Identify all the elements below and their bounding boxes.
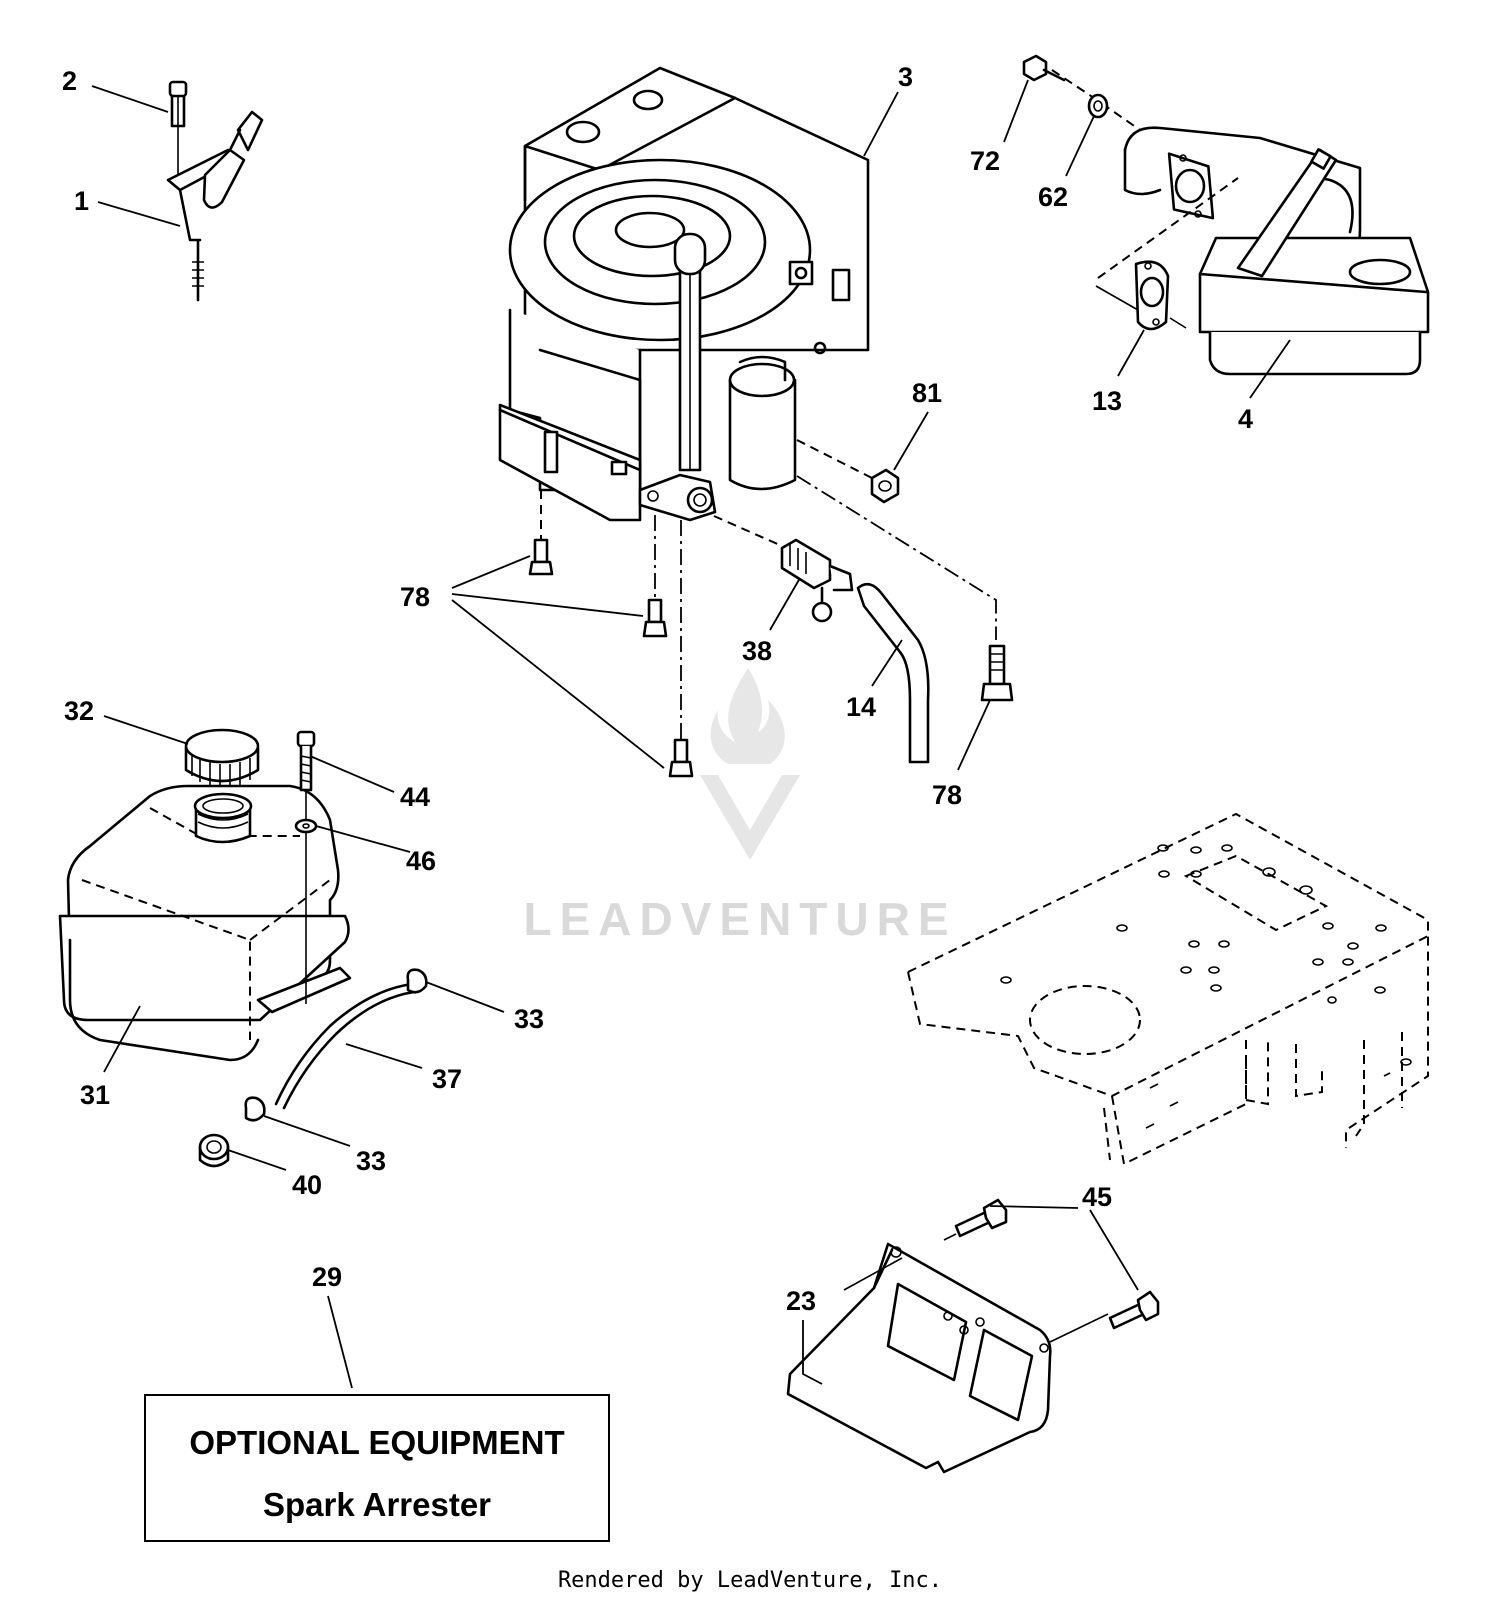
callout-label: 33: [514, 1004, 544, 1034]
callout-label: 46: [406, 846, 436, 876]
tractor-frame: [907, 812, 1429, 1166]
callout-label: 32: [64, 696, 94, 726]
callout-label: 78: [400, 582, 430, 612]
callout-label: 45: [1082, 1182, 1112, 1212]
callout-label: 44: [400, 782, 430, 812]
callout-label: 1: [74, 186, 89, 216]
engine-mounting-bolts: [528, 475, 1014, 778]
callout-label: 29: [312, 1262, 342, 1292]
drain-hose: [856, 582, 930, 764]
watermark-logo: [700, 668, 800, 860]
callout-label: 81: [912, 378, 942, 408]
leader-lines: [91, 79, 1291, 1389]
muffler-assembly: [1022, 54, 1430, 376]
callout-label: 62: [1038, 182, 1068, 212]
callout-label: 37: [432, 1064, 462, 1094]
footer-credit: Rendered by LeadVenture, Inc.: [557, 1568, 943, 1593]
optional-equipment-title: OPTIONAL EQUIPMENT: [189, 1424, 565, 1461]
nut-81: [796, 439, 900, 504]
callout-label: 33: [356, 1146, 386, 1176]
heat-shield: [786, 1233, 1109, 1474]
callout-label: 3: [898, 62, 913, 92]
watermark-text: LEADVENTURE: [523, 893, 956, 945]
callout-label: 4: [1238, 404, 1253, 434]
callout-label: 23: [786, 1286, 816, 1316]
engine-assembly: [498, 66, 870, 522]
callout-labels: 1 2 3 4 13 14 23 29 31 32 33 33 37 38 40…: [62, 62, 1253, 1316]
callout-label: 2: [62, 66, 77, 96]
callout-label: 14: [846, 692, 876, 722]
callout-label: 78: [932, 780, 962, 810]
optional-equipment-box: OPTIONAL EQUIPMENT Spark Arrester: [144, 1394, 610, 1542]
callout-label: 38: [742, 636, 772, 666]
callout-label: 13: [1092, 386, 1122, 416]
callout-label: 31: [80, 1080, 110, 1110]
callout-label: 40: [292, 1170, 322, 1200]
spark-arrester-label: Spark Arrester: [262, 1486, 492, 1523]
drain-valve: [713, 515, 854, 623]
fuel-tank-assembly: [58, 728, 428, 1168]
throttle-control-bracket: [166, 80, 264, 302]
callout-label: 72: [970, 146, 1000, 176]
